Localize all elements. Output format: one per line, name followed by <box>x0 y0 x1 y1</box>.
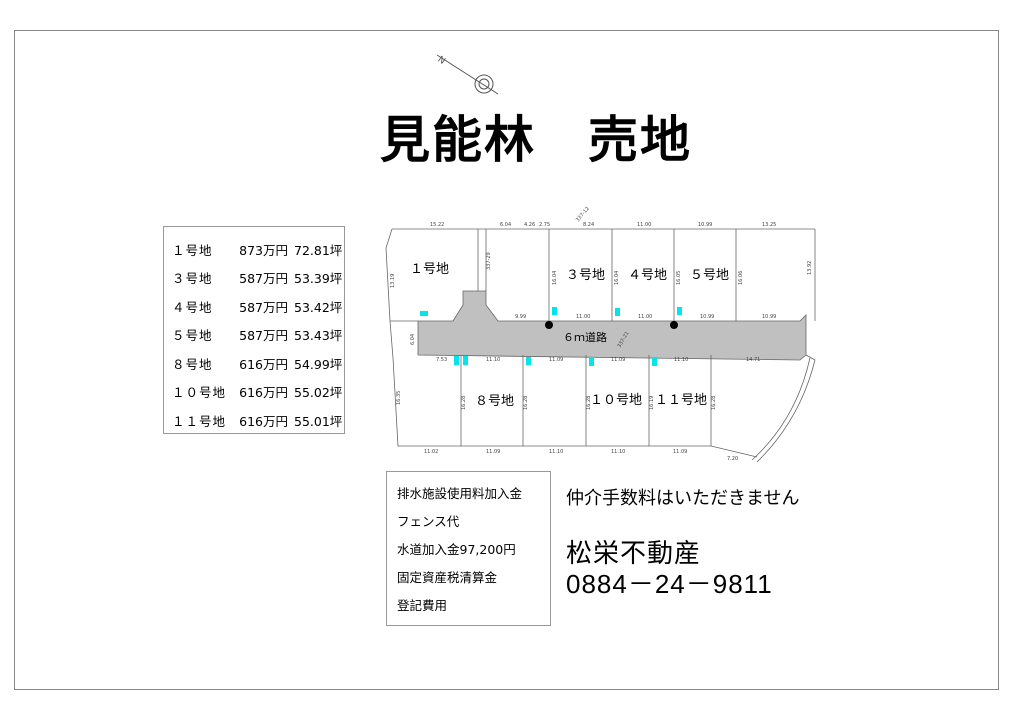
road-label: ６ｍ道路 <box>563 330 607 344</box>
svg-text:14.71: 14.71 <box>746 357 760 363</box>
svg-text:11.09: 11.09 <box>673 449 687 455</box>
commission-note: 仲介手数料はいただきません <box>566 488 800 509</box>
svg-text:16.28: 16.28 <box>711 396 717 410</box>
page-frame <box>14 30 999 690</box>
lot-boundaries <box>385 228 816 463</box>
water-meter-markers <box>420 307 682 366</box>
svg-text:16.04: 16.04 <box>552 271 558 285</box>
cost-item: フェンス代 <box>397 514 460 529</box>
additional-costs: 排水施設使用料加入金 フェンス代 水道加入金97,200円 固定資産税清算金 登… <box>386 471 551 626</box>
lot-label-3: ３号地 <box>566 268 605 283</box>
parcel-number: 337-29 <box>486 252 492 270</box>
svg-text:16.04: 16.04 <box>614 271 620 285</box>
cost-item: 固定資産税清算金 <box>397 570 498 585</box>
svg-text:11.02: 11.02 <box>424 449 438 455</box>
page-title: 見能林 売地 <box>380 111 692 169</box>
svg-text:4.26: 4.26 <box>524 222 535 228</box>
lot-label-11: １１号地 <box>655 393 707 408</box>
svg-text:16.28: 16.28 <box>586 396 592 410</box>
lot-label-5: ５号地 <box>690 268 729 283</box>
svg-text:6.04: 6.04 <box>500 222 511 228</box>
cost-item: 排水施設使用料加入金 <box>397 486 523 501</box>
parcel-number: 337-12 <box>575 206 591 223</box>
cost-item: 登記費用 <box>397 598 448 613</box>
svg-text:6.04: 6.04 <box>410 334 416 345</box>
svg-text:11.00: 11.00 <box>638 314 652 320</box>
svg-text:11.10: 11.10 <box>549 449 563 455</box>
svg-text:11.09: 11.09 <box>611 357 625 363</box>
svg-text:11.10: 11.10 <box>674 357 688 363</box>
svg-text:11.00: 11.00 <box>576 314 590 320</box>
lot-label-4: ４号地 <box>628 268 667 283</box>
svg-text:16.06: 16.06 <box>738 271 744 285</box>
svg-text:13.19: 13.19 <box>390 274 396 288</box>
svg-text:15.22: 15.22 <box>430 222 444 228</box>
phone-number: 0884－24－9811 <box>566 569 773 599</box>
svg-text:9.99: 9.99 <box>515 314 526 320</box>
svg-text:16.35: 16.35 <box>396 391 402 405</box>
road-6m <box>417 290 807 361</box>
svg-text:10.99: 10.99 <box>762 314 776 320</box>
svg-text:13.92: 13.92 <box>807 261 813 275</box>
svg-text:11.09: 11.09 <box>486 449 500 455</box>
svg-text:7.20: 7.20 <box>727 456 738 462</box>
svg-text:11.00: 11.00 <box>637 222 651 228</box>
lot-label-10: １０号地 <box>590 393 642 408</box>
svg-text:7.53: 7.53 <box>436 357 447 363</box>
company-name: 松栄不動産 <box>566 539 702 569</box>
svg-text:16.28: 16.28 <box>461 396 467 410</box>
svg-text:8.24: 8.24 <box>583 222 594 228</box>
survey-marker-icon <box>545 321 553 329</box>
cost-item: 水道加入金97,200円 <box>397 542 516 557</box>
svg-text:11.09: 11.09 <box>549 357 563 363</box>
svg-text:11.10: 11.10 <box>486 357 500 363</box>
survey-marker-icon <box>670 321 678 329</box>
svg-text:16.28: 16.28 <box>523 396 529 410</box>
svg-text:16.19: 16.19 <box>649 396 655 410</box>
svg-text:10.99: 10.99 <box>700 314 714 320</box>
svg-text:13.25: 13.25 <box>762 222 776 228</box>
svg-text:N: N <box>435 55 446 67</box>
north-compass-icon: N <box>435 54 499 95</box>
svg-text:16.05: 16.05 <box>676 271 682 285</box>
lot-label-1: １号地 <box>410 262 449 277</box>
dimension-labels: 15.22 6.04 4.26 2.75 8.24 11.00 10.99 13… <box>390 222 813 462</box>
svg-text:2.75: 2.75 <box>539 222 550 228</box>
svg-text:11.10: 11.10 <box>611 449 625 455</box>
lot-label-8: ８号地 <box>475 394 514 409</box>
svg-text:10.99: 10.99 <box>698 222 712 228</box>
